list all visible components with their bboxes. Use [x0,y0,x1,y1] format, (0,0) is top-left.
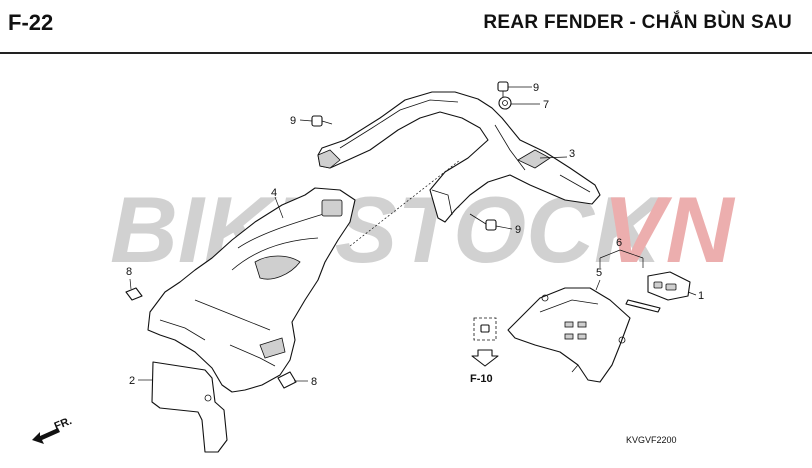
clip-8-lower[interactable] [277,371,297,389]
callout-8-lower: 8 [311,376,317,388]
bolt-9-right[interactable] [469,213,497,231]
page-title: REAR FENDER - CHẮN BÙN SAU [483,12,792,33]
callout-1: 1 [698,290,704,302]
callout-8-upper: 8 [126,266,132,278]
part-1-reflector[interactable] [647,271,691,301]
header-divider [0,52,812,54]
reference-label: F-10 [470,373,493,385]
front-arrow-icon [32,428,60,444]
callout-9-top: 9 [533,82,539,94]
callout-6: 6 [616,237,622,249]
part-6-strip[interactable] [625,299,661,313]
part-2-mudflap[interactable] [151,361,228,453]
callouts: 9 9 7 3 4 8 2 8 9 6 5 1 [126,82,704,388]
section-code: F-22 [8,10,54,35]
bolt-9-left[interactable] [311,115,333,127]
clip-8-upper[interactable] [125,287,143,301]
callout-7: 7 [543,99,549,111]
leader-lines [129,86,697,382]
watermark-text-red: VN [603,177,736,282]
callout-5: 5 [596,267,602,279]
reference-f10[interactable]: F-10 [470,317,499,385]
collar-7[interactable] [498,96,512,110]
direction-label: FR. [53,415,74,433]
callout-3: 3 [569,148,575,160]
diagram-code: KVGVF2200 [626,435,677,445]
front-direction-indicator: FR. [32,415,74,444]
callout-4: 4 [271,187,277,199]
callout-2: 2 [129,375,135,387]
part-3-rear-upper-cover[interactable] [317,91,601,223]
part-5-license-bracket[interactable] [507,287,631,383]
callout-9-left: 9 [290,115,296,127]
part-4-inner-fender[interactable] [147,187,356,393]
callout-9-right: 9 [515,224,521,236]
page-header: F-22 REAR FENDER - CHẮN BÙN SAU [0,0,812,54]
